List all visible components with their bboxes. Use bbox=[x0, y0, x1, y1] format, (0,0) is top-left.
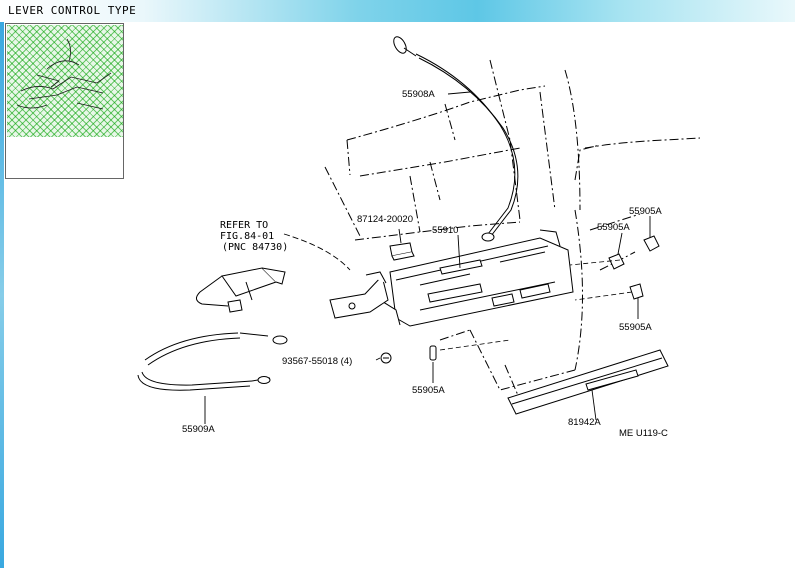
refer-note-line1: REFER TO bbox=[220, 220, 268, 231]
overview-thumbnail[interactable] bbox=[5, 23, 124, 179]
clip-87124-20020 bbox=[389, 242, 415, 261]
label-55908A: 55908A bbox=[402, 89, 435, 100]
dash-panel-outline bbox=[324, 59, 701, 401]
header-banner: LEVER CONTROL TYPE bbox=[0, 0, 795, 22]
thumbnail-sketch bbox=[16, 38, 112, 110]
left-frame-strip bbox=[0, 22, 4, 568]
label-55910: 55910 bbox=[432, 225, 458, 236]
label-55905A-right: 55905A bbox=[619, 322, 652, 333]
label-55909A: 55909A bbox=[182, 424, 215, 435]
knob-55905A-group bbox=[429, 235, 660, 361]
overview-thumbnail-icon[interactable] bbox=[7, 25, 123, 137]
cable-55909A bbox=[137, 332, 288, 391]
leader-lines bbox=[204, 91, 651, 424]
label-81942A: 81942A bbox=[568, 417, 601, 428]
label-87124-20020: 87124-20020 bbox=[357, 214, 413, 225]
dashed-guides bbox=[439, 259, 633, 351]
choke-cable-55908A bbox=[393, 36, 519, 242]
label-55905A-top: 55905A bbox=[629, 206, 662, 217]
diagram-code: ME U119-C bbox=[619, 428, 668, 439]
label-93567-55018: 93567-55018 (4) bbox=[282, 356, 352, 367]
screw-93567 bbox=[380, 352, 392, 364]
refer-note-line3: (PNC 84730) bbox=[222, 242, 288, 253]
page-title: LEVER CONTROL TYPE bbox=[8, 4, 137, 17]
refer-note-line2: FIG.84-01 bbox=[220, 231, 274, 242]
panel-81942A bbox=[507, 349, 669, 415]
label-55905A-mid: 55905A bbox=[597, 222, 630, 233]
heater-control-55910 bbox=[329, 229, 574, 327]
label-55905A-bottom: 55905A bbox=[412, 385, 445, 396]
blower-wire-assembly bbox=[196, 267, 286, 313]
